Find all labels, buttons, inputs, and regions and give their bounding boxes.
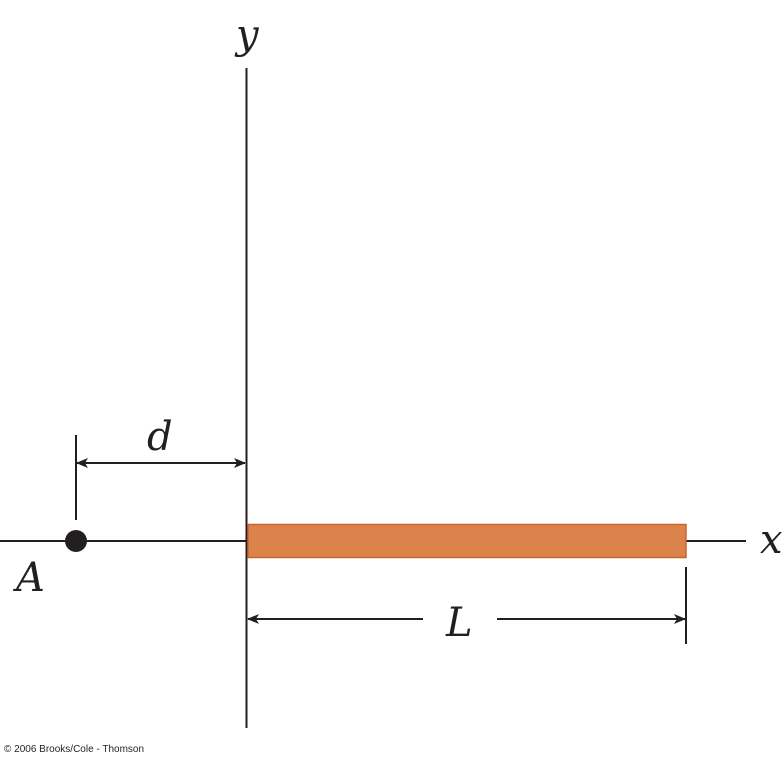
point-a-dot <box>65 530 87 552</box>
copyright-credit: © 2006 Brooks/Cole - Thomson <box>4 744 145 755</box>
y-axis-label: y <box>234 12 260 58</box>
point-a-label: A <box>12 555 45 601</box>
distance-d-label: d <box>147 414 173 460</box>
length-l-label: L <box>445 600 473 646</box>
x-axis-label: x <box>760 517 783 563</box>
charged-rod <box>247 523 687 559</box>
